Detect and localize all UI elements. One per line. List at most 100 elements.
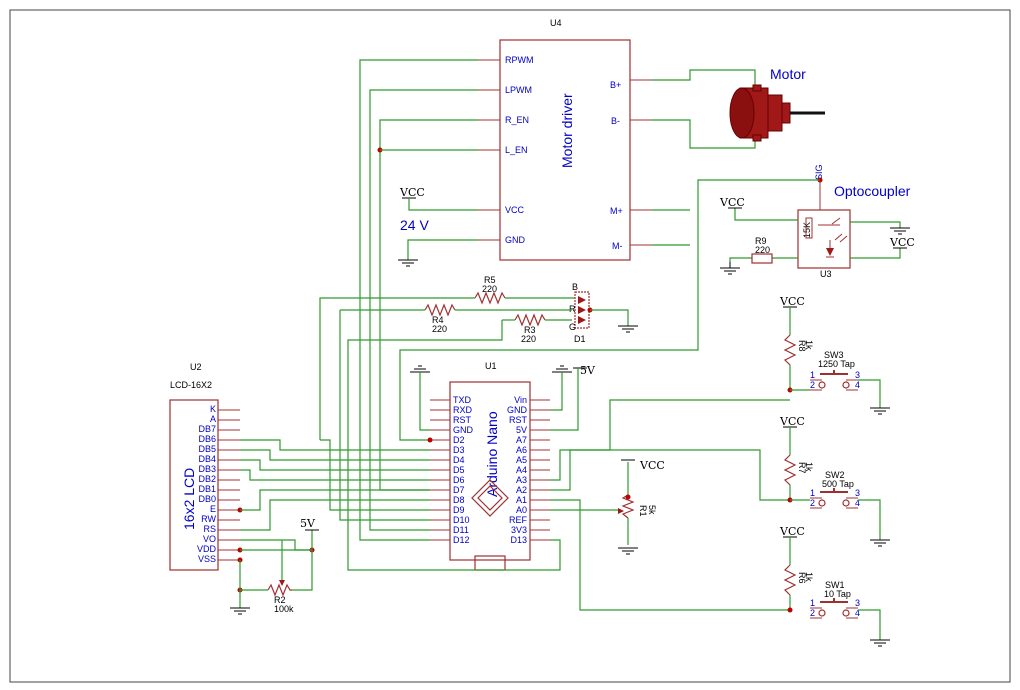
r5-ref: R5: [484, 275, 496, 285]
sw2-ref: SW2: [825, 470, 845, 480]
r3-resistor: R3 220: [514, 313, 546, 344]
r2-ref: R2: [274, 595, 286, 605]
md-pin-l-en: L_EN: [505, 145, 528, 155]
arduino-right-pin-labels: Vin GND RST 5V A7 A6 A5 A4 A3 A2 A1 A0 R…: [507, 395, 528, 545]
r7-value: 1k: [804, 462, 814, 472]
motor-driver-title: Motor driver: [559, 93, 575, 168]
lcd-pin-vss: VSS: [198, 554, 216, 564]
md-pin-gnd: GND: [505, 235, 526, 245]
lcd-pin-db5: DB5: [198, 444, 216, 454]
sw1-ref: SW1: [825, 580, 845, 590]
sw3-pin-2: 2: [810, 380, 815, 390]
sw1-value: 10 Tap: [824, 589, 851, 599]
sw1-pin-2: 2: [810, 608, 815, 618]
arduino-pin-d12: D12: [453, 535, 470, 545]
r3-value: 220: [521, 334, 536, 344]
md-pin-lpwm: LPWM: [505, 85, 532, 95]
lcd-pin-vo: VO: [203, 534, 216, 544]
md-pin-vcc: VCC: [505, 205, 525, 215]
gnd-symbol-arduino-right: [552, 365, 572, 373]
arduino-pin-a7: A7: [516, 435, 527, 445]
lcd-pin-e: E: [210, 504, 216, 514]
lcd-pin-db6: DB6: [198, 434, 216, 444]
5v-label: 5V: [580, 364, 596, 377]
optocoupler-ref: U3: [820, 269, 832, 279]
lcd-pin-db3: DB3: [198, 464, 216, 474]
lcd-pin-vdd: VDD: [197, 544, 217, 554]
md-pin-m-minus: M-: [612, 241, 623, 251]
arduino-pin-d6: D6: [453, 475, 465, 485]
supply-voltage-label: 24 V: [400, 217, 429, 233]
sw2-value: 500 Tap: [822, 479, 854, 489]
arduino-pin-a3: A3: [516, 475, 527, 485]
gnd-symbol-led: [618, 325, 638, 333]
motor-label: Motor: [770, 66, 806, 82]
vcc-label: VCC: [719, 196, 745, 209]
r4-ref: R4: [432, 315, 444, 325]
vcc-label: VCC: [399, 186, 425, 199]
arduino-pin-gnd: GND: [453, 425, 474, 435]
lcd-pin-k: K: [210, 404, 216, 414]
r9-resistor: R9 220: [751, 236, 773, 264]
sw2-pin-2: 2: [810, 498, 815, 508]
led-pin-r: R: [569, 304, 576, 314]
arduino-pin-a4: A4: [516, 465, 527, 475]
optocoupler-label: Optocoupler: [834, 183, 911, 199]
5v-symbol-lcd: 5V: [300, 517, 319, 531]
arduino-ref: U1: [485, 361, 497, 371]
sw1-pin-1: 1: [810, 598, 815, 608]
lcd-pin-a: A: [210, 414, 216, 424]
optocoupler: Optocoupler U3 SIG 15K: [797, 164, 911, 279]
arduino-pin-d4: D4: [453, 455, 465, 465]
lcd-title: 16x2 LCD: [181, 468, 197, 530]
r7-ref: R7: [797, 462, 807, 474]
lcd-part: LCD-16X2: [170, 380, 212, 390]
vcc-label: VCC: [889, 236, 915, 249]
arduino-pin-d11: D11: [453, 525, 469, 535]
md-pin-m-plus: M+: [610, 206, 623, 216]
optocoupler-internal-resistor: 15K: [802, 222, 812, 238]
arduino-nano: U1 Arduino Nano: [430, 361, 550, 571]
gnd-symbol-driver: [398, 259, 418, 267]
gnd-symbol-arduino-left: [410, 365, 430, 373]
sheet-border: [9, 9, 1011, 683]
lcd-pin-db4: DB4: [198, 454, 216, 464]
r2-value: 100k: [274, 604, 294, 614]
r8-ref: R8: [797, 340, 807, 352]
arduino-pin-d13: D13: [510, 535, 527, 545]
r1-potentiometer: R1 5k: [618, 494, 657, 519]
sw2-pin-4: 4: [855, 498, 860, 508]
arduino-pin-d7: D7: [453, 485, 465, 495]
arduino-pin-3v3: 3V3: [511, 525, 527, 535]
arduino-pin-a0: A0: [516, 505, 527, 515]
arduino-pin-vin: Vin: [514, 395, 527, 405]
arduino-pin-rxd: RXD: [453, 405, 473, 415]
vcc-symbol-opto-left: VCC: [719, 196, 745, 209]
arduino-pin-gnd2: GND: [507, 405, 528, 415]
sw3-value: 1250 Tap: [818, 359, 855, 369]
optocoupler-sig-pin: SIG: [814, 164, 824, 180]
arduino-pin-rst2: RST: [509, 415, 528, 425]
arduino-pin-d8: D8: [453, 495, 465, 505]
sw3-pin-3: 3: [855, 370, 860, 380]
md-pin-b-plus: B+: [610, 80, 621, 90]
arduino-pin-rst: RST: [453, 415, 472, 425]
vcc-label: VCC: [779, 415, 805, 428]
gnd-symbol-opto-left: [720, 262, 740, 275]
sw2-pin-3: 3: [855, 488, 860, 498]
arduino-title: Arduino Nano: [484, 411, 500, 497]
vcc-label: VCC: [779, 525, 805, 538]
led-ref: D1: [574, 334, 586, 344]
md-pin-rpwm: RPWM: [505, 55, 534, 65]
sw3-group: VCC R8 1k SW3 1250 Tap 1 2 3 4: [779, 295, 890, 415]
arduino-pin-5v: 5V: [516, 425, 527, 435]
md-pin-r-en: R_EN: [505, 115, 529, 125]
sw1-pin-3: 3: [855, 598, 860, 608]
led-pin-g: G: [569, 322, 576, 332]
r3-ref: R3: [524, 325, 536, 335]
r5-resistor: R5 220: [474, 275, 506, 305]
vcc-label: VCC: [639, 459, 665, 472]
lcd-pin-rs: RS: [203, 524, 216, 534]
sw2-group: VCC R7 1k SW2 500 Tap 1 2 3 4: [779, 415, 890, 547]
lcd-pin-db2: DB2: [198, 474, 216, 484]
